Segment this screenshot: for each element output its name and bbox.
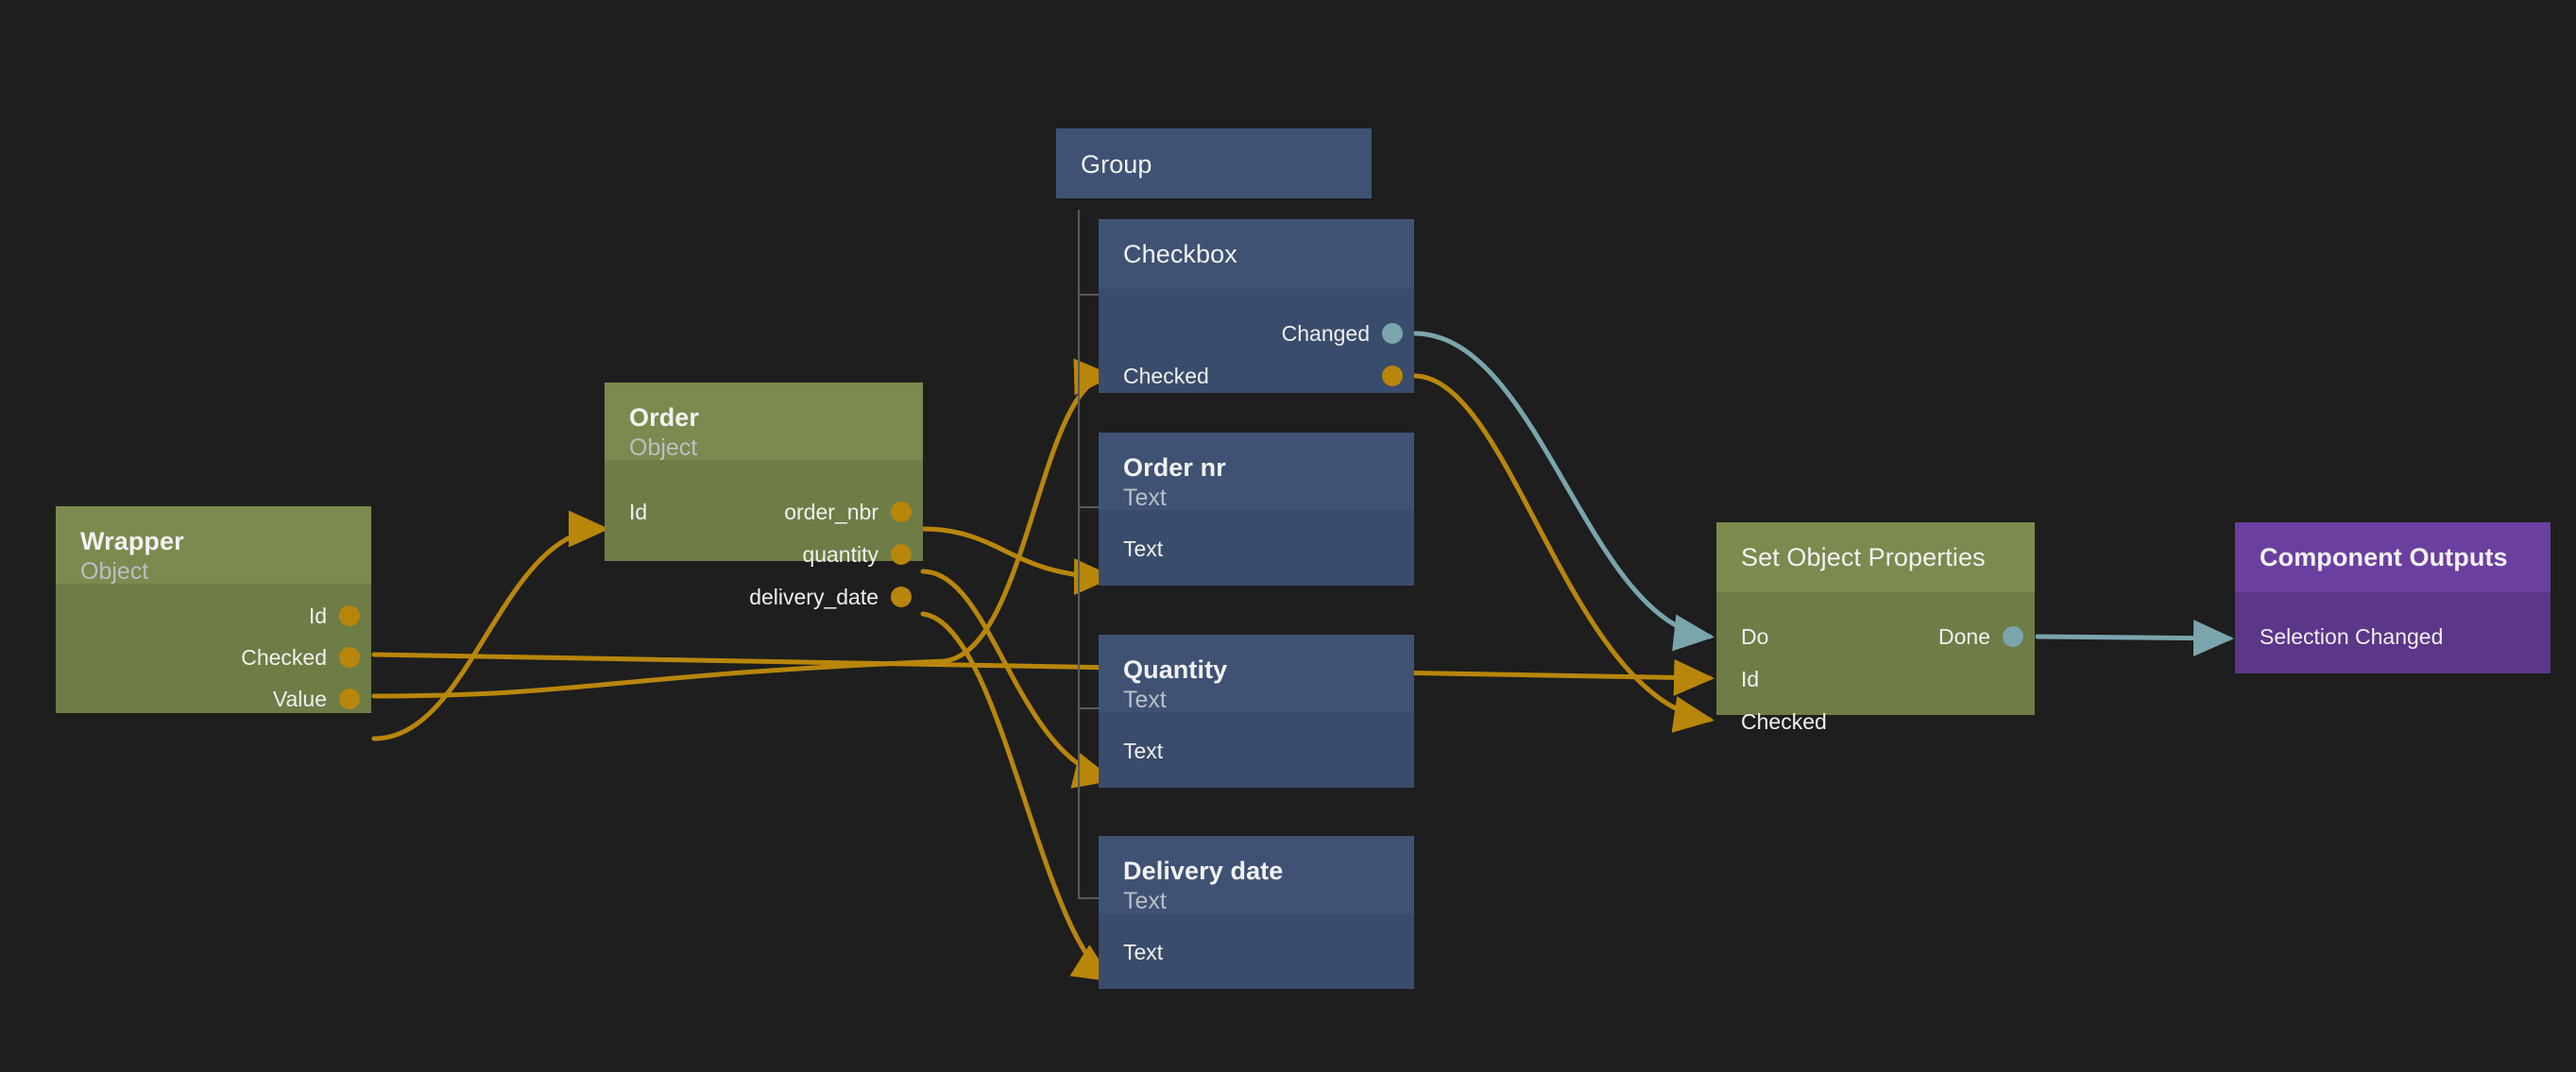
port-order-out-order-nbr[interactable]: order_nbr	[784, 499, 912, 524]
port-label: Changed	[1281, 320, 1370, 346]
port-dot-signal-icon	[891, 544, 912, 565]
port-label: Text	[1123, 738, 1164, 763]
node-component-outputs-body: Selection Changed	[2235, 592, 2550, 673]
node-quantity-title: Quantity	[1123, 655, 1228, 684]
port-delivery-date-in-text[interactable]: Text	[1123, 940, 1163, 964]
node-order[interactable]: Order Object Id order_nbr quantity deliv…	[605, 383, 923, 609]
port-label: Id	[629, 499, 648, 524]
node-component-outputs[interactable]: Component Outputs Selection Changed	[2235, 522, 2550, 673]
node-delivery-date-title: Delivery date	[1123, 857, 1284, 885]
node-order-body: Id order_nbr quantity delivery_date	[605, 460, 923, 609]
node-component-outputs-header[interactable]: Component Outputs	[2235, 522, 2550, 592]
port-label: order_nbr	[784, 499, 879, 524]
port-sop-in-checked[interactable]: Checked	[1741, 709, 1827, 734]
wire-order-quantity-to-quantity-text	[920, 569, 1115, 789]
node-order-title: Order	[629, 403, 700, 432]
port-order-out-quantity[interactable]: quantity	[802, 541, 912, 567]
port-checkbox-in-checked[interactable]: Checked	[1123, 364, 1209, 388]
node-order-header[interactable]: Order Object	[605, 383, 923, 461]
node-delivery-date-subtitle: Text	[1123, 887, 1167, 914]
node-group-header[interactable]: Group	[1056, 128, 1372, 198]
port-label: Id	[308, 603, 327, 628]
node-set-object-properties[interactable]: Set Object Properties Do Done Id Checked	[1716, 522, 2035, 734]
node-delivery-date-body: Text	[1099, 913, 1414, 989]
node-set-object-properties-title: Set Object Properties	[1741, 543, 1986, 571]
port-wrapper-out-checked[interactable]: Checked	[241, 644, 360, 670]
node-delivery-date-header[interactable]: Delivery date Text	[1099, 836, 1414, 914]
node-wrapper-header[interactable]: Wrapper Object	[56, 506, 371, 585]
node-group[interactable]: Group	[1056, 128, 1372, 198]
port-dot-flow-icon	[2003, 626, 2023, 647]
port-label: Checked	[241, 644, 327, 670]
port-label: Text	[1123, 536, 1164, 561]
wire-checkbox-changed-to-sop-do	[1411, 331, 1714, 652]
wire-order-deliverydate-to-deliverydate-text	[920, 611, 1115, 982]
port-quantity-in-text[interactable]: Text	[1123, 739, 1163, 763]
node-wrapper-body: Id Checked Value	[56, 584, 371, 713]
port-wrapper-out-value[interactable]: Value	[272, 686, 360, 711]
wire-checkbox-out-to-sop-checked	[1411, 373, 1714, 733]
node-set-object-properties-header[interactable]: Set Object Properties	[1716, 522, 2035, 592]
port-order-in-id[interactable]: Id	[629, 500, 647, 524]
node-wrapper-subtitle: Object	[80, 557, 149, 585]
group-tree-tick-checkbox	[1078, 294, 1099, 296]
wire-sop-done-to-component-outputs	[2035, 620, 2234, 657]
node-group-title: Group	[1081, 150, 1152, 179]
port-checkbox-out-changed[interactable]: Changed	[1281, 320, 1403, 346]
port-label: delivery_date	[749, 584, 879, 609]
node-quantity-header[interactable]: Quantity Text	[1099, 635, 1414, 713]
port-dot-signal-icon	[339, 647, 360, 668]
port-order-nr-in-text[interactable]: Text	[1123, 536, 1163, 561]
node-checkbox-header[interactable]: Checkbox	[1099, 219, 1414, 289]
node-delivery-date[interactable]: Delivery date Text Text	[1099, 836, 1414, 989]
port-wrapper-out-id[interactable]: Id	[308, 603, 360, 628]
node-order-subtitle: Object	[629, 434, 698, 461]
node-component-outputs-title: Component Outputs	[2260, 543, 2508, 571]
port-checkbox-out-secondary[interactable]	[1370, 364, 1403, 388]
node-quantity-body: Text	[1099, 712, 1414, 788]
port-label: Done	[1938, 623, 1990, 649]
wire-order-ordernbr-to-ordernr-text	[920, 526, 1115, 596]
port-label: Text	[1123, 939, 1164, 964]
node-order-nr-body: Text	[1099, 510, 1414, 586]
node-order-nr[interactable]: Order nr Text Text	[1099, 433, 1414, 586]
group-tree-tick-quantity	[1078, 707, 1099, 709]
node-checkbox-title: Checkbox	[1123, 240, 1237, 268]
node-checkbox-body: Changed Checked	[1099, 289, 1414, 393]
port-sop-in-do[interactable]: Do	[1741, 624, 1768, 649]
node-order-nr-title: Order nr	[1123, 453, 1226, 482]
port-label: Checked	[1123, 363, 1209, 388]
port-component-outputs-in-selection-changed[interactable]: Selection Changed	[2260, 624, 2443, 649]
group-tree-tick-delivery-date	[1078, 897, 1099, 899]
port-dot-signal-icon	[339, 689, 360, 709]
group-tree-vertical-line	[1078, 210, 1080, 899]
port-order-out-delivery-date[interactable]: delivery_date	[749, 584, 912, 609]
node-order-nr-header[interactable]: Order nr Text	[1099, 433, 1414, 511]
port-sop-in-id[interactable]: Id	[1741, 667, 1759, 691]
wire-wrapper-value-to-order-id	[371, 510, 609, 741]
port-dot-signal-icon	[891, 502, 912, 522]
port-label: Id	[1741, 666, 1760, 691]
port-sop-out-done[interactable]: Done	[1938, 623, 2023, 649]
group-tree-tick-order-nr	[1078, 506, 1099, 508]
port-dot-signal-icon	[1382, 366, 1403, 386]
wire-wrapper-id-to-sop-id	[371, 652, 1714, 696]
port-label: quantity	[802, 541, 879, 567]
port-label: Selection Changed	[2260, 623, 2444, 649]
node-order-nr-subtitle: Text	[1123, 484, 1167, 511]
port-label: Checked	[1741, 708, 1827, 734]
port-dot-flow-icon	[1382, 323, 1403, 344]
node-wrapper[interactable]: Wrapper Object Id Checked Value	[56, 506, 371, 713]
port-label: Value	[272, 686, 327, 711]
node-set-object-properties-body: Do Done Id Checked	[1716, 592, 2035, 734]
node-quantity-subtitle: Text	[1123, 686, 1167, 713]
port-dot-signal-icon	[891, 587, 912, 607]
node-quantity[interactable]: Quantity Text Text	[1099, 635, 1414, 788]
node-checkbox[interactable]: Checkbox Changed Checked	[1099, 219, 1414, 393]
node-wrapper-title: Wrapper	[80, 527, 184, 555]
port-label: Do	[1741, 623, 1769, 649]
port-dot-signal-icon	[339, 605, 360, 626]
